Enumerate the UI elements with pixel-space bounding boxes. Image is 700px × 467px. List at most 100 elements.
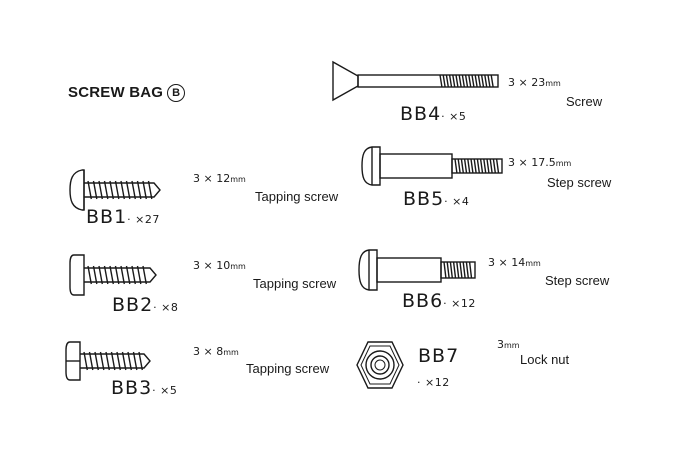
- thread-line: [87, 265, 92, 285]
- part-size-bb3: 3 × 8mm: [193, 345, 239, 358]
- tapping-screw-icon: [69, 254, 157, 296]
- thread-line: [120, 265, 125, 285]
- thread-line: [127, 351, 132, 371]
- part-code-bb7: BB7: [418, 345, 460, 367]
- thread-line: [120, 180, 125, 200]
- thread-line: [473, 158, 477, 174]
- thread-line: [109, 265, 114, 285]
- part-code-bb5: BB5· ×4: [403, 188, 470, 210]
- thread-line: [474, 74, 478, 88]
- part-size-bb4: 3 × 23mm: [508, 76, 561, 89]
- thread-line: [439, 74, 443, 88]
- thread-line: [142, 265, 147, 285]
- thread-line: [455, 74, 459, 88]
- thread-line: [125, 180, 131, 200]
- part-code-bb1: BB1· ×27: [86, 206, 160, 228]
- thread-line: [487, 74, 491, 88]
- part-size-bb7: 3mm: [497, 338, 520, 351]
- thread-line: [138, 351, 143, 371]
- thread-line: [476, 158, 481, 174]
- thread-line: [131, 265, 136, 285]
- part-desc-bb5: Step screw: [547, 175, 612, 190]
- thread-line: [456, 261, 460, 279]
- thread-line: [114, 265, 120, 285]
- thread-line: [110, 351, 116, 371]
- part-desc-bb7: Lock nut: [520, 352, 570, 367]
- thread-line: [484, 74, 488, 88]
- thread-line: [489, 158, 493, 174]
- thread-line: [483, 158, 487, 174]
- thread-line: [446, 261, 450, 279]
- thread-line: [448, 74, 453, 88]
- lock-nut-icon: [356, 341, 404, 389]
- part-code-bb6: BB6· ×12: [402, 290, 476, 312]
- thread-line: [492, 158, 497, 174]
- part-size-bb1: 3 × 12mm: [193, 172, 246, 185]
- countersunk-screw-icon: [332, 60, 499, 102]
- thread-line: [477, 74, 482, 88]
- thread-line: [98, 180, 103, 200]
- part-code-bb4: BB4· ×5: [400, 103, 467, 125]
- thread-line: [103, 265, 109, 285]
- thread-line: [109, 180, 114, 200]
- step-screw-icon: [358, 249, 476, 291]
- thread-line: [470, 158, 474, 174]
- tapping-screw-icon: [69, 169, 161, 211]
- thread-line: [94, 351, 99, 371]
- thread-line: [87, 180, 92, 200]
- thread-line: [443, 261, 447, 279]
- thread-line: [445, 74, 450, 88]
- thread-line: [486, 158, 490, 174]
- slotted-tapping-screw-icon: [65, 341, 151, 381]
- part-size-bb2: 3 × 10mm: [193, 259, 246, 272]
- thread-line: [99, 351, 105, 371]
- part-desc-bb3: Tapping screw: [246, 361, 330, 376]
- part-code-bb2: BB2· ×8: [112, 294, 179, 316]
- thread-line: [465, 261, 470, 279]
- part-size-bb5: 3 × 17.5mm: [508, 156, 572, 169]
- thread-line: [83, 351, 88, 371]
- thread-line: [468, 74, 472, 88]
- thread-line: [454, 158, 458, 174]
- thread-line: [103, 180, 109, 200]
- thread-line: [463, 158, 468, 174]
- thread-line: [125, 265, 131, 285]
- thread-line: [490, 74, 494, 88]
- thread-line: [459, 261, 463, 279]
- thread-line: [442, 74, 446, 88]
- thread-line: [467, 158, 471, 174]
- thread-line: [468, 261, 473, 279]
- bag-mark-badge: B: [167, 84, 186, 102]
- thread-line: [449, 261, 454, 279]
- thread-line: [136, 180, 142, 200]
- part-desc-bb6: Step screw: [545, 273, 610, 288]
- thread-line: [136, 265, 142, 285]
- part-desc-bb1: Tapping screw: [255, 189, 339, 204]
- thread-line: [114, 180, 120, 200]
- thread-line: [142, 180, 147, 200]
- thread-line: [464, 74, 469, 88]
- thread-line: [132, 351, 138, 371]
- step-screw-icon: [361, 146, 503, 186]
- thread-line: [458, 74, 462, 88]
- part-desc-bb2: Tapping screw: [253, 276, 337, 291]
- thread-line: [479, 158, 484, 174]
- thread-line: [461, 74, 466, 88]
- thread-line: [452, 261, 457, 279]
- title-text: SCREW BAG: [68, 84, 164, 101]
- part-size-bb6: 3 × 14mm: [488, 256, 541, 269]
- thread-line: [105, 351, 110, 371]
- thread-line: [480, 74, 485, 88]
- part-code-bb3: BB3· ×5: [111, 377, 178, 399]
- thread-line: [92, 265, 98, 285]
- thread-line: [452, 74, 456, 88]
- thread-line: [98, 265, 103, 285]
- thread-line: [147, 180, 153, 200]
- thread-line: [457, 158, 461, 174]
- thread-line: [88, 351, 94, 371]
- part-qty-bb7: · ×12: [417, 376, 450, 389]
- thread-line: [116, 351, 121, 371]
- thread-line: [131, 180, 136, 200]
